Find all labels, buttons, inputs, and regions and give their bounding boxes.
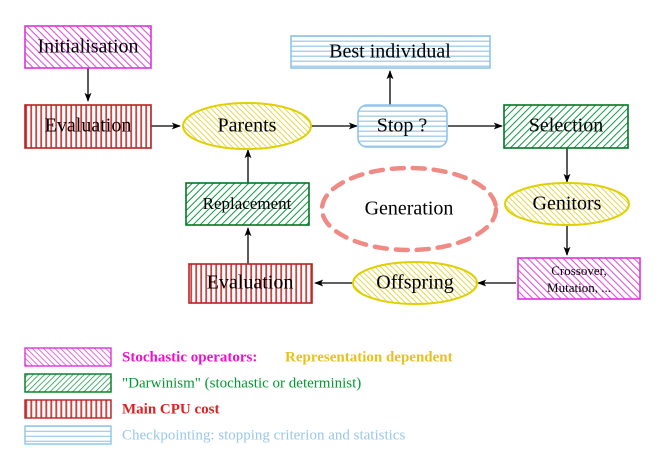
legend-swatch-cpu xyxy=(24,399,112,419)
legend-item-checkpoint: Checkpointing: stopping criterion and st… xyxy=(24,425,405,445)
node-evaluation-top[interactable]: Evaluation xyxy=(24,104,152,149)
offspring-ellipse[interactable] xyxy=(352,261,478,305)
node-evaluation-bottom[interactable]: Evaluation xyxy=(188,263,313,304)
legend: Stochastic operators: Representation dep… xyxy=(24,347,453,445)
initialisation-label: Initialisation xyxy=(37,36,138,58)
node-initialisation[interactable]: Initialisation xyxy=(24,25,152,69)
node-parents[interactable]: Parents xyxy=(182,102,312,150)
node-best-individual[interactable]: Best individual xyxy=(290,35,491,69)
parents-label: Parents xyxy=(218,115,277,137)
offspring-label: Offspring xyxy=(376,272,453,294)
variation-label-line2: Mutation, ... xyxy=(547,280,611,295)
replacement-box[interactable] xyxy=(185,182,310,226)
legend-swatch-darwinism xyxy=(24,373,112,393)
node-variation-operators[interactable]: Crossover, Mutation, ... xyxy=(517,257,641,300)
edge-layer xyxy=(84,68,571,287)
legend-item-cpu: Main CPU cost xyxy=(24,399,220,419)
generation-dashed-ellipse xyxy=(319,165,499,253)
evaluation-top-box[interactable] xyxy=(24,104,152,149)
stop-label: Stop ? xyxy=(377,115,428,137)
generation-label: Generation xyxy=(365,198,454,220)
legend-label-checkpoint: Checkpointing: stopping criterion and st… xyxy=(122,427,405,443)
selection-box[interactable] xyxy=(503,104,629,149)
node-genitors[interactable]: Genitors xyxy=(504,182,630,226)
selection-label: Selection xyxy=(529,115,603,137)
stop-box[interactable] xyxy=(357,104,448,148)
legend-item-stochastic: Stochastic operators: Representation dep… xyxy=(24,347,453,367)
best-individual-box[interactable] xyxy=(290,35,491,69)
node-selection[interactable]: Selection xyxy=(503,104,629,149)
replacement-label: Replacement xyxy=(203,194,292,213)
variation-label-line1: Crossover, xyxy=(551,263,606,278)
evaluation-top-label: Evaluation xyxy=(45,115,132,137)
parents-ellipse[interactable] xyxy=(182,102,312,150)
legend-swatch-stochastic xyxy=(24,347,112,367)
legend-label-darwinism: "Darwinism" (stochastic or determinist) xyxy=(122,375,361,391)
node-offspring[interactable]: Offspring xyxy=(352,261,478,305)
initialisation-box[interactable] xyxy=(24,25,152,69)
variation-box[interactable] xyxy=(517,257,641,300)
genitors-ellipse[interactable] xyxy=(504,182,630,226)
genitors-label: Genitors xyxy=(533,193,602,215)
best-individual-label: Best individual xyxy=(329,41,451,63)
legend-item-darwinism: "Darwinism" (stochastic or determinist) xyxy=(24,373,361,393)
legend-swatch-checkpoint xyxy=(24,425,112,445)
generation-loop-group: Generation xyxy=(319,165,499,253)
node-replacement[interactable]: Replacement xyxy=(185,182,310,226)
legend-label-cpu: Main CPU cost xyxy=(122,401,220,417)
legend-label-stochastic-primary: Stochastic operators: xyxy=(122,349,257,365)
evaluation-bottom-box[interactable] xyxy=(188,263,313,304)
evaluation-bottom-label: Evaluation xyxy=(207,272,294,294)
node-stop[interactable]: Stop ? xyxy=(357,104,448,148)
legend-label-stochastic-secondary: Representation dependent xyxy=(285,349,453,365)
